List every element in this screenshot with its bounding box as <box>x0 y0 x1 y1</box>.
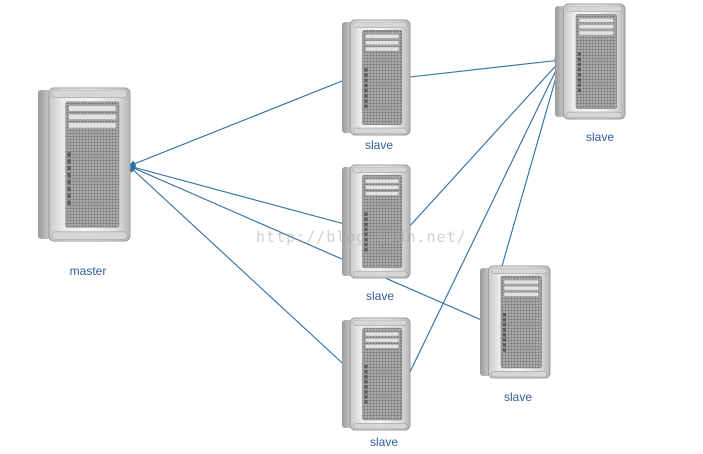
edge-slave3-to-master <box>128 165 353 373</box>
edge-slave1-to-slave4 <box>409 57 562 78</box>
server-tower-icon <box>342 19 411 136</box>
node-label-slave3: slave <box>369 435 399 449</box>
edge-slave2-to-master <box>128 164 353 227</box>
server-tower-icon <box>480 265 551 379</box>
server-tower-icon <box>342 317 411 431</box>
node-label-master: master <box>69 264 107 278</box>
nodes-layer <box>38 3 626 431</box>
node-label-slave4: slave <box>585 130 615 144</box>
edge-slave2-to-slave4 <box>407 59 562 229</box>
watermark-text: http://blog.csdn.net/ <box>256 228 467 246</box>
node-label-slave1: slave <box>364 138 394 152</box>
server-tower-icon <box>342 164 411 279</box>
edge-slave3-to-slave4 <box>407 59 562 377</box>
edge-slave5-to-master <box>128 165 487 323</box>
edge-slave1-to-master <box>128 76 353 167</box>
server-tower-icon <box>38 87 131 242</box>
edges-layer <box>128 57 563 377</box>
node-label-slave2: slave <box>365 289 395 303</box>
node-label-slave5: slave <box>503 390 533 404</box>
server-tower-icon <box>555 3 626 120</box>
